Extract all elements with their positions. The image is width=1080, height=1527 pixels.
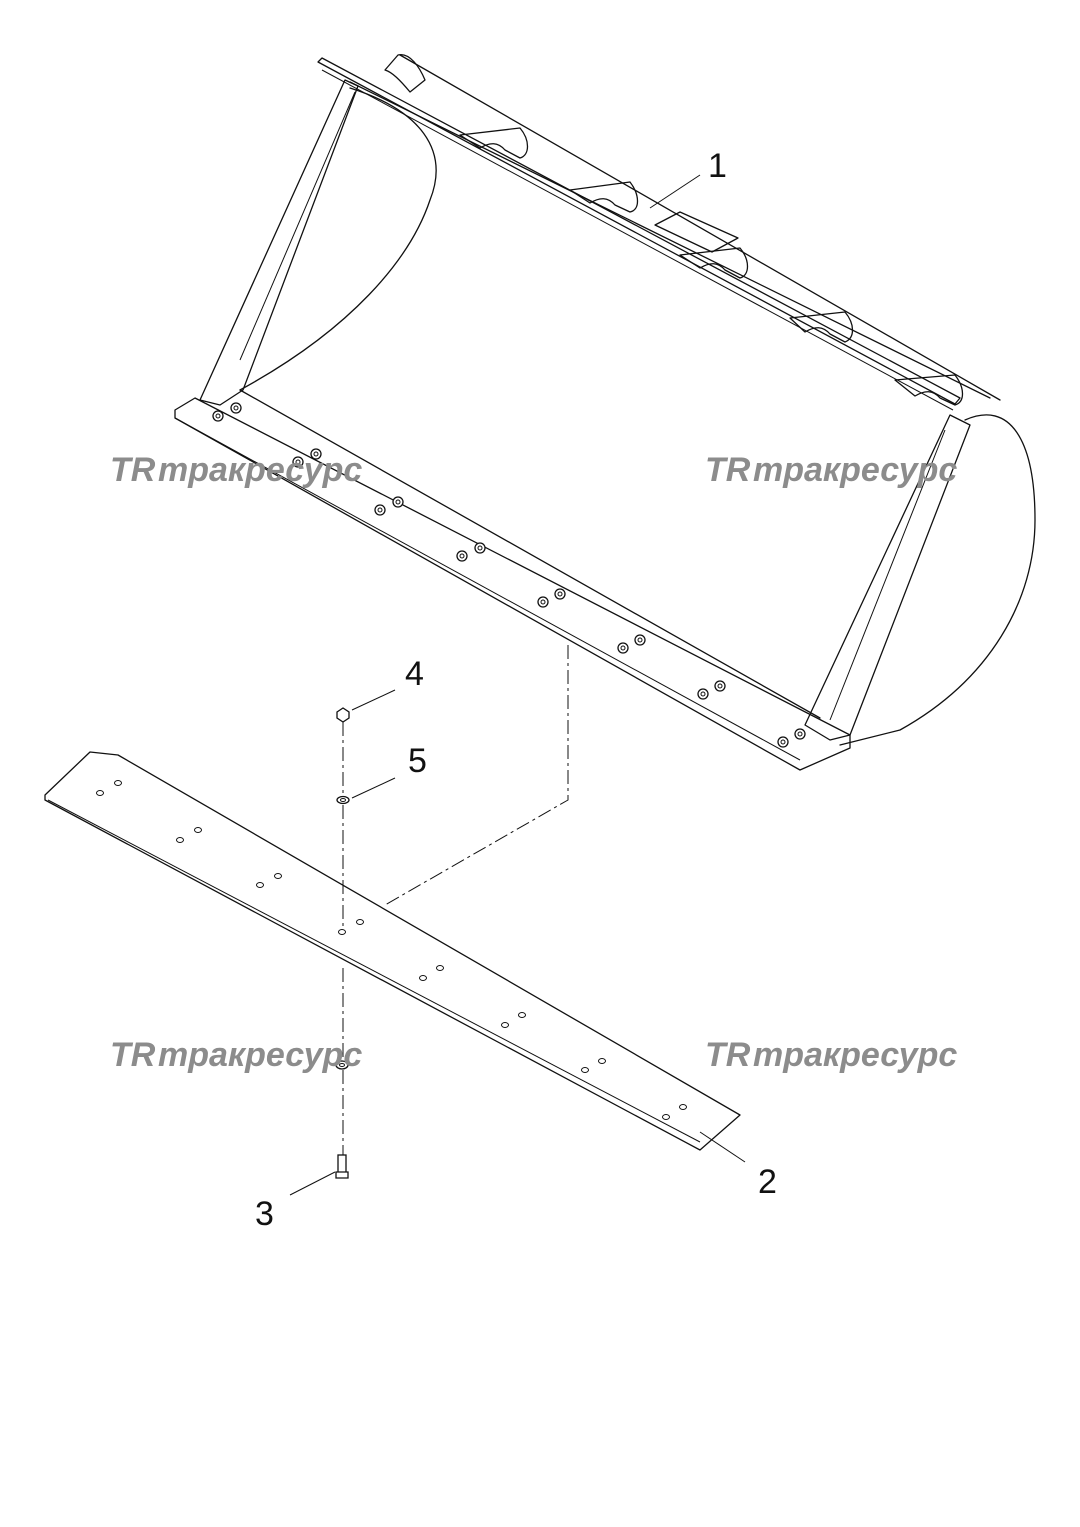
watermark-logo: TR: [110, 1036, 156, 1074]
bolt: [335, 1154, 349, 1179]
callout-1: 1: [708, 147, 727, 185]
watermark-logo: TR: [705, 1036, 751, 1074]
bucket-right-curve: [839, 414, 1036, 746]
watermark-bottom-right: TR тракресурс: [705, 1036, 957, 1074]
bucket-top-rail: [317, 57, 961, 405]
assembly-lines: [342, 645, 569, 1155]
cutting-edge: [44, 751, 741, 1151]
watermark-top-left: TR тракресурс: [110, 451, 362, 489]
cutting-edge-holes: [96, 780, 687, 1120]
nut: [336, 707, 350, 723]
watermark-text: тракресурс: [753, 451, 957, 489]
watermark-top-right: TR тракресурс: [705, 451, 957, 489]
washer: [336, 795, 350, 805]
bucket-left-side-plate: [199, 79, 359, 406]
watermark-logo: TR: [110, 451, 156, 489]
bucket-left-curve: [239, 87, 437, 391]
callout-4: 4: [405, 655, 424, 693]
watermark-bottom-left: TR тракресурс: [110, 1036, 362, 1074]
watermark-text: тракресурс: [158, 1036, 362, 1074]
lower-washer: [335, 1060, 349, 1070]
bucket-mount-plate: [654, 211, 739, 253]
bucket-lip-bolts: [212, 402, 806, 748]
bucket: [174, 54, 1036, 771]
watermark-text: тракресурс: [158, 451, 362, 489]
bucket-rear-brackets: [384, 54, 964, 406]
bucket-right-side-plate: [804, 414, 971, 741]
watermark-logo: TR: [705, 451, 751, 489]
callout-5: 5: [408, 742, 427, 780]
watermark-text: тракресурс: [753, 1036, 957, 1074]
callout-3: 3: [255, 1195, 274, 1233]
callout-2: 2: [758, 1163, 777, 1201]
leader-lines: [289, 174, 746, 1196]
